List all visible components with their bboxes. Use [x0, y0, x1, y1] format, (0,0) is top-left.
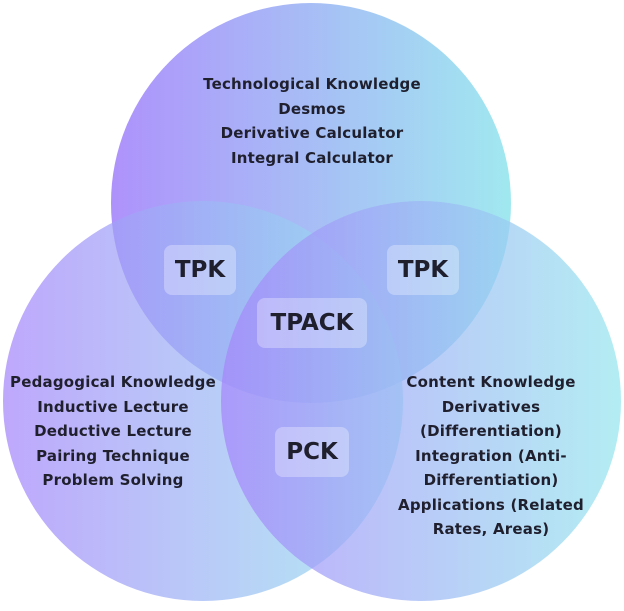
- pedagogical-heading: Pedagogical Knowledge: [10, 373, 216, 391]
- pedagogical-item: Problem Solving: [42, 471, 184, 489]
- content-heading: Content Knowledge: [406, 373, 576, 391]
- tpk-right-badge: TPK: [387, 245, 459, 295]
- technological-knowledge-text: Technological Knowledge Desmos Derivativ…: [162, 72, 462, 170]
- content-line: Differentiation): [423, 471, 559, 489]
- technological-item: Derivative Calculator: [220, 124, 404, 142]
- content-knowledge-text: Content Knowledge Derivatives (Different…: [392, 370, 590, 542]
- pedagogical-item: Pairing Technique: [36, 446, 190, 465]
- tpk-left-badge: TPK: [164, 245, 236, 295]
- pck-badge: PCK: [275, 427, 349, 477]
- technological-heading: Technological Knowledge: [203, 75, 421, 93]
- pedagogical-item: Inductive Lecture: [37, 397, 189, 416]
- content-line: Rates, Areas): [432, 520, 550, 538]
- content-line: Integration (Anti-: [415, 446, 567, 465]
- technological-item: Desmos: [278, 99, 346, 118]
- pedagogical-item: Deductive Lecture: [34, 422, 192, 440]
- pedagogical-knowledge-text: Pedagogical Knowledge Inductive Lecture …: [0, 370, 226, 493]
- content-line: (Differentiation): [420, 422, 562, 440]
- tpack-badge: TPACK: [257, 298, 367, 348]
- content-line: Derivatives: [441, 397, 541, 416]
- technological-item: Integral Calculator: [230, 148, 393, 167]
- content-circle: [221, 201, 621, 601]
- content-line: Applications (Related: [398, 495, 584, 514]
